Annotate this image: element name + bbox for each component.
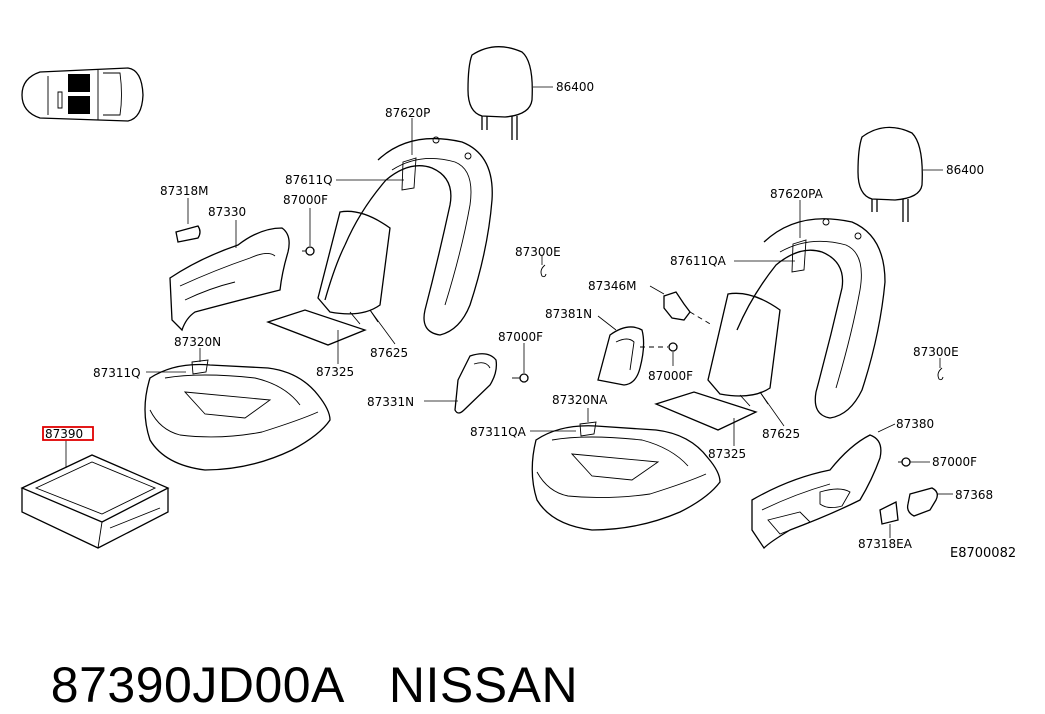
part-number: 87390JD00A xyxy=(50,657,345,713)
label-87625-left: 87625 xyxy=(370,346,408,360)
finisher-right xyxy=(751,423,896,550)
screw-right-inner xyxy=(640,342,678,366)
label-87000f-left: 87000F xyxy=(283,193,328,207)
screw-left-back xyxy=(302,208,315,256)
back-foam-right xyxy=(707,292,781,407)
label-87300e-left: 87300E xyxy=(515,245,561,259)
cover-cap-left xyxy=(175,198,201,243)
cushion-left xyxy=(144,348,331,471)
label-87331n: 87331N xyxy=(367,395,414,409)
label-87620p: 87620P xyxy=(385,106,430,120)
cover-cap-right xyxy=(879,501,899,538)
back-foam-left xyxy=(317,210,391,325)
label-87318m: 87318M xyxy=(160,184,209,198)
label-87325-right: 87325 xyxy=(708,447,746,461)
label-87368: 87368 xyxy=(955,488,993,502)
label-86400-right: 86400 xyxy=(946,163,984,177)
caption: 87390JD00A NISSAN xyxy=(22,598,622,714)
parts-diagram: 86400 86400 87620P 87611Q 87000F 87318M … xyxy=(20,46,1016,561)
label-87381n: 87381N xyxy=(545,307,592,321)
diagram-code: E8700082 xyxy=(950,546,1016,561)
screw-right-outer xyxy=(898,457,930,467)
highlight-box xyxy=(42,426,94,441)
label-87620pa: 87620PA xyxy=(770,187,824,201)
label-87000f-right-outer: 87000F xyxy=(932,455,977,469)
clip-left xyxy=(540,256,547,278)
part-labels: 86400 86400 87620P 87611Q 87000F 87318M … xyxy=(45,80,1016,561)
sheet-right xyxy=(654,391,758,431)
tray-part xyxy=(20,440,170,549)
headrest-right xyxy=(857,126,943,222)
bracket-right xyxy=(649,285,713,326)
sheet-left xyxy=(266,309,367,346)
finisher-center xyxy=(424,353,498,414)
label-87625-right: 87625 xyxy=(762,427,800,441)
label-87000f-center: 87000F xyxy=(498,330,543,344)
label-87320na: 87320NA xyxy=(552,393,608,407)
brand-name: NISSAN xyxy=(388,657,579,713)
label-87611qa: 87611QA xyxy=(670,254,727,268)
label-87390: 87390 xyxy=(45,427,83,441)
label-87380: 87380 xyxy=(896,417,934,431)
headrest-left xyxy=(467,46,553,140)
label-87318ea: 87318EA xyxy=(858,537,913,551)
label-87330: 87330 xyxy=(208,205,246,219)
cushion-right xyxy=(531,408,721,531)
label-87346m: 87346M xyxy=(588,279,637,293)
car-location-icon xyxy=(21,67,144,122)
clip-right xyxy=(937,358,944,381)
seatback-right xyxy=(736,218,886,419)
label-87000f-right-inner: 87000F xyxy=(648,369,693,383)
label-87611q: 87611Q xyxy=(285,173,333,187)
leader-lines xyxy=(146,118,801,446)
finisher-inner xyxy=(597,315,645,386)
label-87311qa: 87311QA xyxy=(470,425,527,439)
label-87300e-right: 87300E xyxy=(913,345,959,359)
finisher-left xyxy=(169,220,290,332)
label-87325-left: 87325 xyxy=(316,365,354,379)
seatback-left xyxy=(324,136,493,336)
label-87320n: 87320N xyxy=(174,335,221,349)
knob-right xyxy=(906,487,953,517)
label-87311q: 87311Q xyxy=(93,366,141,380)
screw-center xyxy=(512,343,529,383)
label-86400-left: 86400 xyxy=(556,80,594,94)
